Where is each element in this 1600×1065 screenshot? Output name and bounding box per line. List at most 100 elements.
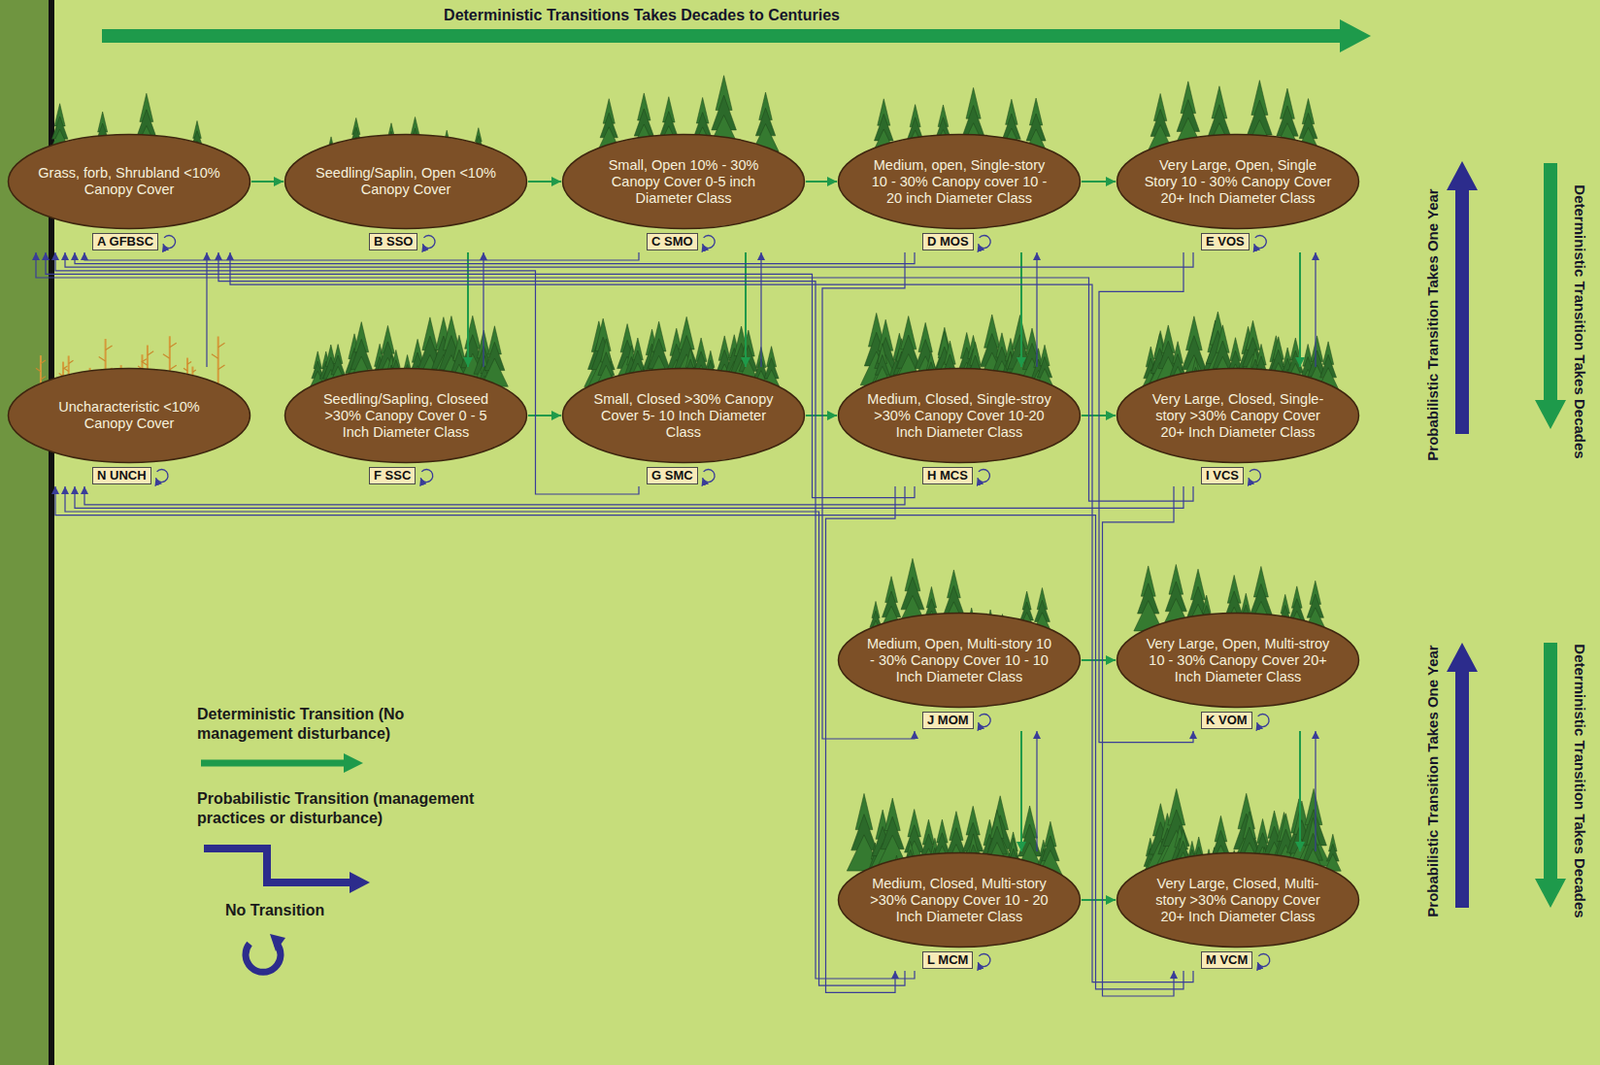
probabilistic-arrow-head — [1446, 642, 1478, 672]
dead-branch — [141, 359, 146, 363]
state-description: Uncharacteristic <10% Canopy Cover — [33, 399, 225, 433]
state-ellipse — [1117, 853, 1360, 948]
no-transition-loop — [977, 954, 991, 967]
state-code: E VOS — [1200, 233, 1250, 251]
dead-branch — [163, 354, 170, 360]
state-description: Small, Closed >30% Canopy Cover 5- 10 In… — [588, 391, 779, 441]
dead-branch — [68, 360, 74, 364]
transition-connector — [482, 252, 484, 367]
transition-connector — [1314, 252, 1316, 367]
state-description: Very Large, Closed, Multi-story >30% Can… — [1142, 875, 1334, 926]
transition-connector — [1299, 252, 1301, 367]
transition-connector — [528, 414, 562, 417]
state-code: K VOM — [1200, 711, 1253, 730]
state-code: G SMC — [646, 466, 699, 485]
transition-connector — [251, 180, 284, 183]
deterministic-arrow-head — [1534, 878, 1567, 908]
transition-connector — [74, 486, 1184, 508]
state-description: Very Large, Open, Multi-stroy 10 - 30% C… — [1142, 635, 1334, 686]
state-ellipse — [838, 853, 1081, 948]
state-code: H MCS — [922, 466, 973, 485]
state-code: L MCM — [922, 951, 973, 969]
state-description: Medium, open, Single-story 10 - 30% Cano… — [864, 157, 1055, 207]
dead-branch — [211, 354, 219, 360]
dead-branch — [141, 361, 148, 366]
state-node: Uncharacteristic <10% Canopy Cover N UNCH — [6, 366, 252, 487]
state-ellipse — [838, 368, 1081, 464]
no-transition-loop — [1257, 714, 1270, 728]
tree-crown — [674, 335, 699, 369]
legend-blue-bent-arrow — [203, 848, 352, 883]
no-transition-loop — [977, 469, 991, 483]
state-code: D MOS — [922, 233, 974, 251]
state-code: A GFBSC — [92, 233, 159, 251]
transition-connector — [466, 252, 469, 367]
no-transition-loop — [155, 469, 168, 483]
transition-connector — [1020, 731, 1023, 852]
axis-note: Deterministic Transitions Takes Decades … — [443, 6, 840, 25]
axis-note: Deterministic Transition Takes Decades — [1571, 643, 1589, 918]
deterministic-arrow-shaft — [1543, 163, 1558, 402]
dead-branch — [99, 356, 106, 362]
state-code: C SMO — [646, 233, 699, 251]
dead-branch — [64, 367, 69, 371]
no-transition-loop — [702, 469, 716, 483]
state-ellipse — [1117, 613, 1360, 708]
state-ellipse — [1117, 368, 1360, 464]
state-code: M VCM — [1200, 951, 1253, 969]
legend-green-arrow — [200, 760, 346, 767]
state-code: N UNCH — [92, 466, 152, 485]
transition-connector — [230, 252, 1194, 983]
probabilistic-arrow-head — [1446, 161, 1478, 191]
transition-connector — [218, 252, 915, 979]
legend-text: Deterministic Transition (No management … — [197, 704, 460, 744]
state-ellipse — [563, 134, 805, 230]
time-arrow-head — [1339, 19, 1371, 53]
legend-text: No Transition — [225, 900, 325, 921]
transition-connector — [760, 252, 762, 367]
state-ellipse — [563, 368, 805, 464]
time-arrow-shaft — [101, 29, 1345, 43]
no-transition-loop — [1257, 954, 1270, 967]
state-ellipse — [1117, 134, 1360, 230]
legend-text: Probabilistic Transition (management pra… — [197, 789, 528, 829]
dead-branch — [169, 342, 177, 348]
legend-green-arrowhead — [343, 753, 364, 773]
transition-connector — [805, 180, 837, 183]
state-description: Seedling/Saplin, Open <10% Canopy Cover — [310, 165, 501, 199]
state-code: I VCS — [1200, 466, 1244, 485]
state-node: Medium, Open, Multi-story 10 - 30% Canop… — [836, 611, 1082, 732]
no-transition-loop — [163, 235, 176, 249]
state-node: Small, Open 10% - 30% Canopy Cover 0-5 i… — [561, 133, 806, 253]
dead-branch — [187, 362, 192, 366]
state-description: Small, Open 10% - 30% Canopy Cover 0-5 i… — [588, 157, 779, 207]
transition-connector — [84, 486, 905, 505]
no-transition-loop — [978, 235, 992, 249]
state-node: Seedling/Saplin, Open <10% Canopy CoverB… — [283, 133, 529, 253]
probabilistic-arrow-shaft — [1455, 186, 1469, 434]
state-ellipse — [8, 134, 251, 230]
state-node: Very Large, Closed, Multi-story >30% Can… — [1115, 851, 1361, 971]
transition-connector — [1035, 252, 1037, 367]
state-node: Medium, Closed, Single-stroy >30% Canopy… — [836, 366, 1082, 487]
no-transition-loop — [420, 469, 434, 483]
transition-connector — [1020, 252, 1023, 367]
state-description: Very Large, Closed, Single-story >30% Ca… — [1142, 391, 1334, 441]
no-transition-loop — [422, 235, 435, 249]
dead-branch — [105, 345, 113, 351]
transition-connector — [65, 486, 905, 986]
transition-connector — [1299, 731, 1301, 852]
no-transition-loop — [978, 714, 992, 728]
transition-connector — [35, 252, 1194, 501]
state-node: Very Large, Open, Multi-stroy 10 - 30% C… — [1115, 611, 1361, 732]
state-description: Seedling/Sapling, Closeed >30% Canopy Co… — [310, 391, 501, 441]
dead-branch — [192, 369, 196, 372]
no-transition-loop — [1248, 469, 1262, 483]
legend-loop-head — [269, 933, 286, 952]
transition-connector — [1081, 180, 1116, 183]
transition-connector — [1314, 731, 1316, 852]
transition-connector — [74, 252, 915, 265]
dead-branch — [35, 367, 41, 371]
transition-connector — [1035, 731, 1037, 852]
